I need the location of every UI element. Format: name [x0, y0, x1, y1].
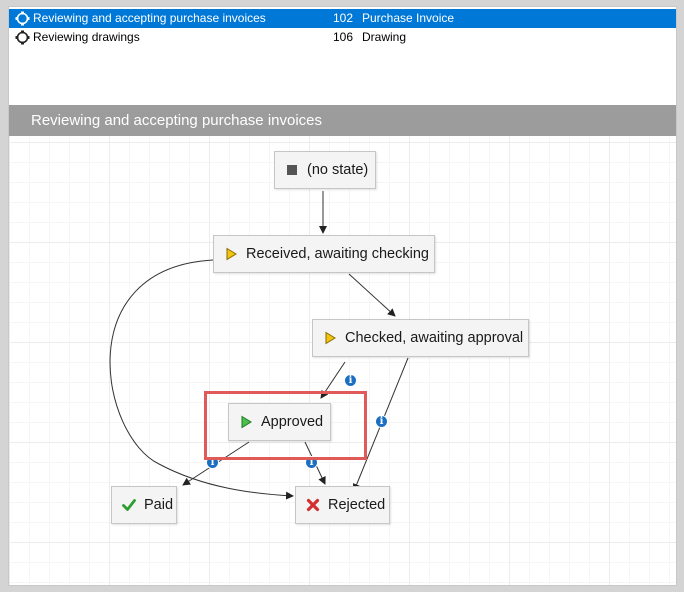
transition-arrow [320, 361, 346, 399]
red-x-icon [306, 498, 320, 512]
state-checked[interactable]: Checked, awaiting approval [312, 319, 529, 357]
workflow-icon [15, 30, 30, 45]
state-rejected[interactable]: Rejected [295, 486, 390, 524]
state-paid[interactable]: Paid [111, 486, 177, 524]
workflow-type: Purchase Invoice [362, 11, 455, 25]
workflow-name: Reviewing drawings [33, 30, 140, 44]
info-icon[interactable]: i [375, 415, 388, 428]
green-check-icon [122, 499, 136, 511]
workflow-list-row[interactable]: Reviewing and accepting purchase invoice… [9, 9, 676, 28]
state-received[interactable]: Received, awaiting checking [213, 235, 435, 273]
state-label: Rejected [328, 497, 386, 513]
state-label: (no state) [307, 162, 369, 178]
diagram-title: Reviewing and accepting purchase invoice… [9, 105, 676, 136]
transition-arrow [348, 273, 396, 317]
workflow-type: Drawing [362, 30, 407, 44]
workflow-diagram-canvas[interactable]: (no state) Received, awaiting checking C… [9, 136, 676, 585]
workflow-id: 102 [333, 11, 354, 25]
info-icon[interactable]: i [305, 456, 318, 469]
yellow-play-icon [325, 331, 336, 345]
state-label: Approved [261, 414, 324, 430]
info-icon[interactable]: i [344, 374, 357, 387]
workflow-id: 106 [333, 30, 354, 44]
workflow-window: Reviewing and accepting purchase invoice… [8, 6, 677, 586]
green-play-icon [241, 415, 252, 429]
state-label: Paid [144, 497, 174, 513]
yellow-play-icon [226, 247, 237, 261]
state-no-state[interactable]: (no state) [274, 151, 376, 189]
info-icon[interactable]: i [206, 456, 219, 469]
stop-square-icon [287, 165, 297, 175]
workflow-icon [15, 11, 30, 26]
workflow-list: Reviewing and accepting purchase invoice… [9, 7, 676, 105]
workflow-list-row[interactable]: Reviewing drawings 106 Drawing [9, 28, 676, 47]
state-approved[interactable]: Approved [228, 403, 331, 441]
workflow-name: Reviewing and accepting purchase invoice… [33, 11, 266, 25]
transition-arrow [109, 259, 294, 500]
state-label: Received, awaiting checking [246, 246, 429, 262]
state-label: Checked, awaiting approval [345, 330, 524, 346]
